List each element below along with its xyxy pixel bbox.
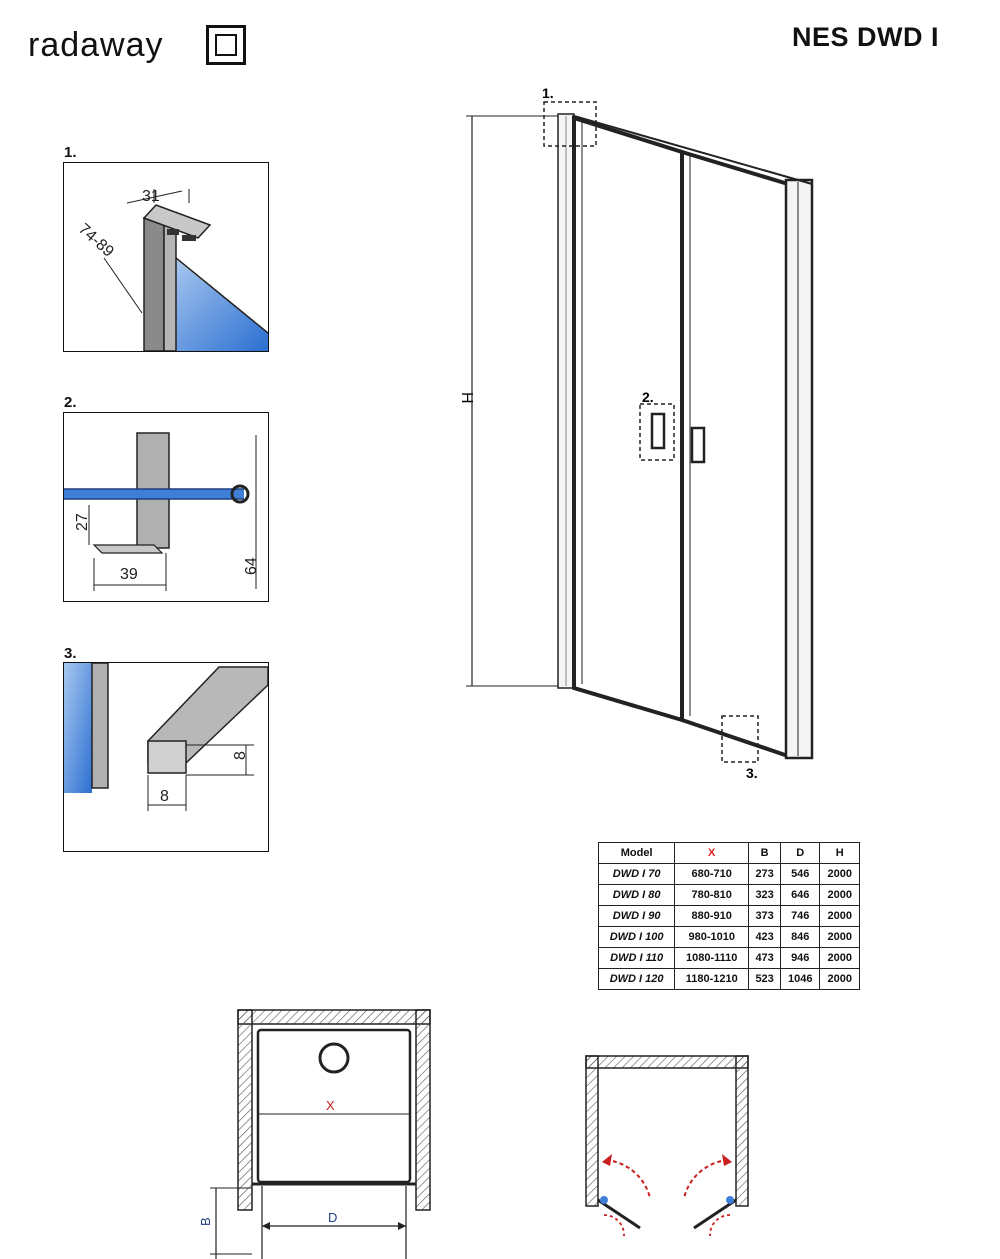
spec-header-b: B xyxy=(748,842,782,864)
detail-3-panel: 8 8 xyxy=(63,662,269,852)
plan-view-drawing: X D B xyxy=(198,1009,431,1259)
table-cell-h: 2000 xyxy=(819,905,860,927)
table-cell-x: 680-710 xyxy=(674,863,750,885)
table-cell-d: 1046 xyxy=(780,968,821,990)
detail-2-dim-27: 27 xyxy=(74,513,91,531)
spec-header-x: X xyxy=(674,842,750,864)
table-cell-x: 1180-1210 xyxy=(674,968,750,990)
spec-header-model: Model xyxy=(597,842,676,864)
table-cell-h: 2000 xyxy=(819,926,860,948)
plan-d-label: D xyxy=(328,1210,337,1225)
table-cell-x: 880-910 xyxy=(674,905,750,927)
detail-2-label: 2. xyxy=(64,394,77,411)
detail-1-drawing: 31 74-89 xyxy=(75,188,268,351)
table-cell-d: 646 xyxy=(780,884,821,906)
door-swing-diagram xyxy=(585,1055,749,1237)
table-cell-d: 846 xyxy=(780,926,821,948)
elevation-callout-1: 1. xyxy=(542,85,554,101)
brand-logo-text: radaway xyxy=(28,26,164,64)
table-row: DWD I 120 1180-1210 523 1046 2000 xyxy=(597,968,860,990)
table-cell-model: DWD I 110 xyxy=(597,947,676,969)
detail-3-dim-8-height: 8 xyxy=(232,751,249,760)
brand-logo-icon xyxy=(206,25,246,65)
table-cell-d: 946 xyxy=(780,947,821,969)
detail-1-panel: 31 74-89 xyxy=(63,162,269,352)
spec-header-h: H xyxy=(819,842,860,864)
table-cell-d: 746 xyxy=(780,905,821,927)
table-cell-h: 2000 xyxy=(819,863,860,885)
table-cell-model: DWD I 80 xyxy=(597,884,676,906)
table-row: DWD I 110 1080-1110 473 946 2000 xyxy=(597,947,860,969)
elevation-callout-3: 3. xyxy=(746,765,758,781)
detail-2-panel: 27 39 64 xyxy=(63,412,269,602)
table-cell-x: 980-1010 xyxy=(674,926,750,948)
detail-3-label: 3. xyxy=(64,645,77,662)
spec-table: Model X B D H DWD I 70 680-710 273 546 2… xyxy=(597,842,860,990)
table-cell-b: 323 xyxy=(748,884,782,906)
table-cell-b: 373 xyxy=(748,905,782,927)
plan-x-label: X xyxy=(326,1098,335,1113)
table-cell-model: DWD I 120 xyxy=(597,968,676,990)
detail-2-drawing: 27 39 64 xyxy=(64,432,260,591)
table-cell-h: 2000 xyxy=(819,947,860,969)
table-cell-model: DWD I 70 xyxy=(597,863,676,885)
detail-3-drawing: 8 8 xyxy=(64,663,268,811)
elevation-height-label: H xyxy=(458,392,475,404)
table-cell-x: 780-810 xyxy=(674,884,750,906)
table-cell-b: 273 xyxy=(748,863,782,885)
elevation-callout-2: 2. xyxy=(642,389,654,405)
detail-2-dim-64: 64 xyxy=(243,557,260,575)
detail-2-dim-39: 39 xyxy=(120,566,138,583)
detail-1-dim-31: 31 xyxy=(142,188,160,205)
table-cell-b: 523 xyxy=(748,968,782,990)
table-row: DWD I 80 780-810 323 646 2000 xyxy=(597,884,860,906)
table-row: DWD I 100 980-1010 423 846 2000 xyxy=(597,926,860,948)
table-cell-h: 2000 xyxy=(819,884,860,906)
table-row: DWD I 70 680-710 273 546 2000 xyxy=(597,863,860,885)
detail-1-dim-74-89: 74-89 xyxy=(75,221,117,261)
table-cell-model: DWD I 90 xyxy=(597,905,676,927)
table-row: DWD I 90 880-910 373 746 2000 xyxy=(597,905,860,927)
door-elevation-drawing: 1. 2. 3. H xyxy=(458,85,814,781)
table-cell-d: 546 xyxy=(780,863,821,885)
table-cell-b: 473 xyxy=(748,947,782,969)
table-cell-h: 2000 xyxy=(819,968,860,990)
plan-b-label: B xyxy=(198,1217,213,1226)
spec-table-header-row: Model X B D H xyxy=(597,842,860,864)
table-cell-x: 1080-1110 xyxy=(674,947,750,969)
spec-header-d: D xyxy=(780,842,821,864)
detail-3-dim-8-width: 8 xyxy=(160,788,169,805)
model-title: NES DWD I xyxy=(792,22,940,52)
detail-1-label: 1. xyxy=(64,144,77,161)
table-cell-b: 423 xyxy=(748,926,782,948)
table-cell-model: DWD I 100 xyxy=(597,926,676,948)
